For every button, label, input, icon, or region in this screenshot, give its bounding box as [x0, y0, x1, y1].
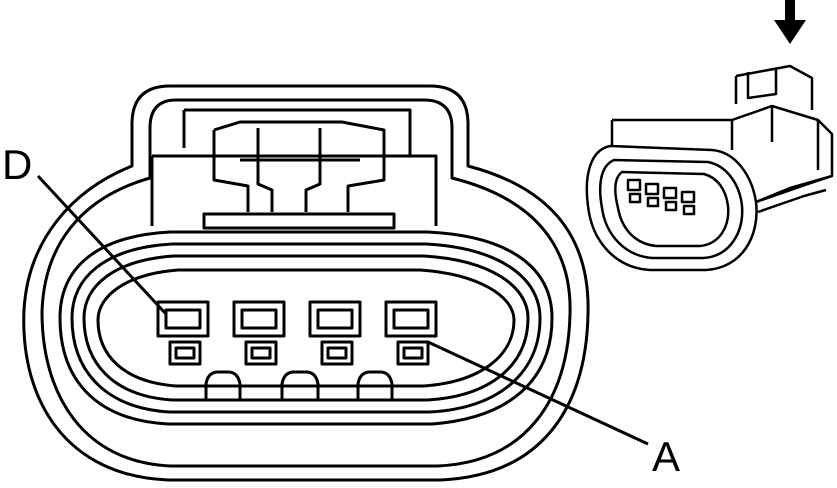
face-inner-well	[96, 268, 516, 388]
latch-inner-frame	[150, 154, 438, 226]
latch-tab	[212, 120, 386, 212]
callout-label-a: A	[652, 433, 681, 480]
seal-ring-3	[82, 254, 530, 402]
terminal-cavity-b	[308, 300, 362, 366]
leader-line-d	[36, 174, 168, 316]
seal-ring-2	[70, 242, 542, 414]
latch-tower	[182, 108, 412, 156]
keying-rib-3	[356, 370, 394, 400]
keying-rib-2	[280, 370, 320, 400]
leader-line-a	[427, 340, 649, 446]
housing-inner-shell	[40, 98, 572, 468]
latch-tab-inner	[240, 128, 360, 212]
connector-isometric-icon	[585, 64, 834, 272]
keying-rib-1	[204, 370, 242, 400]
terminal-cavity-c	[232, 300, 286, 366]
seal-ring-1	[58, 230, 554, 426]
latch-base	[202, 212, 396, 230]
terminal-cavity-d	[156, 300, 210, 366]
down-arrow-icon	[774, 0, 806, 44]
housing-outer-shell	[22, 84, 590, 482]
callout-label-d: D	[2, 141, 33, 188]
terminal-cavity-a	[384, 300, 438, 366]
